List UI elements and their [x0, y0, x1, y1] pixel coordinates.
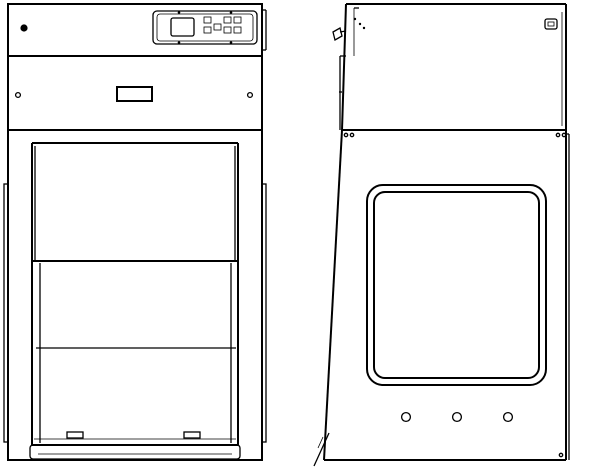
panel-button — [203, 26, 212, 34]
panel-button — [223, 16, 232, 24]
port-hole-icon — [502, 411, 514, 423]
side-window-inner-frame — [373, 191, 540, 379]
side-viewing-window — [366, 184, 547, 386]
panel-button — [233, 26, 242, 34]
port-hole-icon — [451, 411, 463, 423]
mount-hole-icon — [14, 91, 22, 99]
front-mid-band — [7, 55, 263, 131]
front-view — [3, 3, 267, 461]
front-cabinet-body — [7, 129, 263, 461]
panel-button — [233, 16, 242, 24]
mount-hole-icon — [246, 91, 254, 99]
work-opening — [29, 142, 241, 460]
side-top-housing — [332, 3, 567, 131]
left-side-rail — [3, 183, 9, 443]
work-surface-tab — [183, 431, 201, 439]
panel-button — [223, 26, 232, 34]
indicator-slot — [116, 86, 153, 102]
corner-screw-icon — [20, 24, 28, 32]
lcd-display-window — [170, 17, 195, 37]
power-outlet-icon — [544, 18, 558, 30]
control-panel — [152, 10, 258, 45]
side-view — [313, 3, 570, 467]
port-hole-icon — [400, 411, 412, 423]
work-surface-tray — [29, 444, 241, 460]
right-side-rail — [261, 183, 267, 443]
control-panel-frame — [152, 10, 258, 45]
panel-button — [213, 23, 222, 31]
work-surface-tab — [66, 431, 84, 439]
side-cabinet-body — [313, 129, 570, 467]
control-knob-icon — [332, 27, 343, 41]
panel-button — [203, 16, 212, 24]
